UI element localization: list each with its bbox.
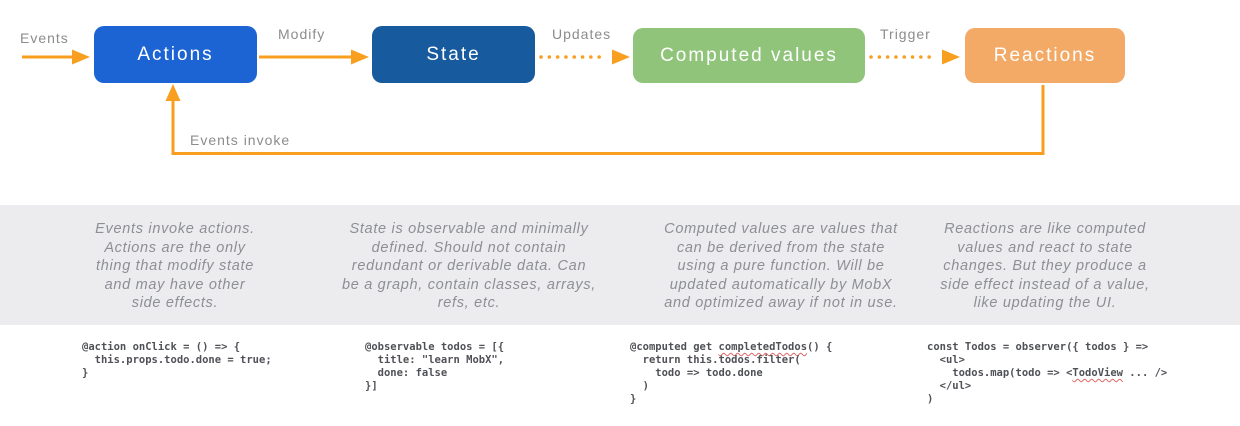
code-snippet-observable: @observable todos = [{ title: "learn Mob… (365, 341, 505, 392)
description-reactions: Reactions are like computed values and r… (940, 221, 1150, 311)
trigger-arrowhead (942, 49, 960, 65)
node-computed-values-label: Computed values (660, 44, 838, 66)
code-snippet-computed: @computed get completedTodos() { return … (630, 341, 833, 405)
node-computed-values: Computed values (633, 28, 865, 83)
edge-label-events: Events (20, 30, 69, 46)
node-reactions: Reactions (965, 28, 1125, 83)
node-actions-label: Actions (137, 43, 214, 65)
edge-label-trigger: Trigger (880, 26, 931, 42)
code-snippet-observer: const Todos = observer({ todos } => <ul>… (927, 341, 1168, 405)
flow-arrows (22, 49, 1045, 155)
misspelled-word: completedTodos (718, 341, 808, 353)
description-state: State is observable and minimally define… (341, 221, 597, 311)
feedback-arrowhead (165, 84, 181, 101)
description-band: Events invoke actions. Actions are the o… (0, 205, 1240, 325)
node-state-label: State (426, 43, 481, 65)
description-actions: Events invoke actions. Actions are the o… (95, 221, 255, 311)
mobx-flow-diagram: Actions State Computed values Reactions … (0, 0, 1240, 205)
edge-label-updates: Updates (552, 26, 612, 42)
description-computed-values: Computed values are values that can be d… (664, 221, 898, 311)
edge-label-events-invoke: Events invoke (190, 132, 291, 148)
node-reactions-label: Reactions (993, 44, 1097, 66)
feedback-loop-line (171, 85, 1045, 155)
modify-arrowhead (351, 49, 369, 65)
events-arrowhead (72, 49, 90, 65)
edge-label-modify: Modify (278, 26, 326, 42)
misspelled-word: TodoView (1072, 367, 1123, 379)
code-snippet-action: @action onClick = () => { this.props.tod… (82, 341, 272, 379)
node-actions: Actions (94, 26, 257, 83)
updates-arrowhead (612, 49, 630, 65)
node-state: State (372, 26, 535, 83)
